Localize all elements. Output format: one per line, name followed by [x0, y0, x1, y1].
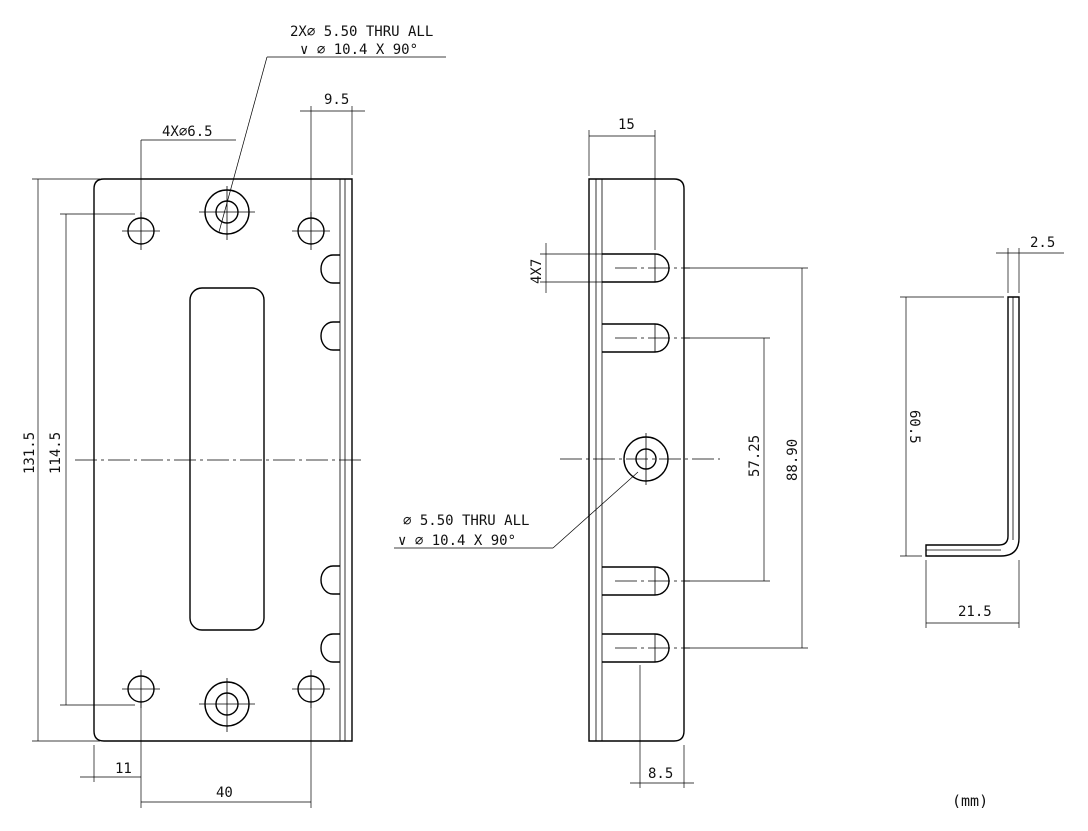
notch-bottom-2 — [320, 633, 340, 663]
dim-slots: 4X7 — [529, 259, 545, 284]
side-plate-outline — [588, 178, 685, 742]
dim-bottom-offset: 8.5 — [648, 766, 673, 782]
dim-hole-offset: 11 — [115, 761, 132, 777]
profile-dimensions — [900, 248, 1064, 628]
front-dimensions — [32, 56, 446, 808]
countersunk-hole-top — [199, 186, 255, 240]
slot-2 — [602, 323, 690, 353]
dim-hole-spacing: 40 — [216, 785, 233, 801]
notch-top-1 — [320, 254, 340, 284]
callout-holes-line1: 2X⌀ 5.50 THRU ALL — [290, 24, 433, 40]
central-slot — [189, 287, 265, 631]
dim-profile-width: 21.5 — [958, 604, 992, 620]
callout-side-hole-line2: ∨ ⌀ 10.4 X 90° — [398, 533, 516, 549]
slot-1 — [602, 253, 690, 283]
countersunk-hole-bottom — [199, 678, 255, 732]
notch-top-2 — [320, 321, 340, 351]
slot-3 — [602, 566, 690, 596]
dim-inner-slots: 57.25 — [747, 435, 763, 477]
dim-height-holes: 114.5 — [48, 432, 64, 474]
side-dimensions — [394, 130, 808, 788]
dim-height-total: 131.5 — [22, 432, 38, 474]
callout-holes-line2: ∨ ⌀ 10.4 X 90° — [300, 42, 418, 58]
dim-outer-slots: 88.90 — [785, 439, 801, 481]
l-profile-outline — [925, 296, 1020, 557]
side-countersunk-hole — [560, 433, 720, 485]
slot-4 — [602, 633, 690, 663]
front-plate-outline — [93, 178, 353, 742]
notch-bottom-1 — [320, 565, 340, 595]
front-view: 2X⌀ 5.50 THRU ALL ∨ ⌀ 10.4 X 90° 4X⌀6.5 … — [22, 24, 446, 808]
dim-top-width: 15 — [618, 117, 635, 133]
dim-profile-height: 60.5 — [906, 410, 922, 444]
dim-profile-thickness: 2.5 — [1030, 235, 1055, 251]
units-label: (mm) — [952, 792, 988, 810]
dim-flange-thickness: 9.5 — [324, 92, 349, 108]
profile-view: 2.5 60.5 21.5 — [900, 235, 1064, 628]
callout-side-hole-line1: ⌀ 5.50 THRU ALL — [403, 513, 529, 529]
side-view: 15 4X7 ⌀ 5.50 THRU ALL ∨ ⌀ 10.4 X 90° 57… — [394, 117, 808, 788]
callout-small-holes: 4X⌀6.5 — [162, 124, 213, 140]
